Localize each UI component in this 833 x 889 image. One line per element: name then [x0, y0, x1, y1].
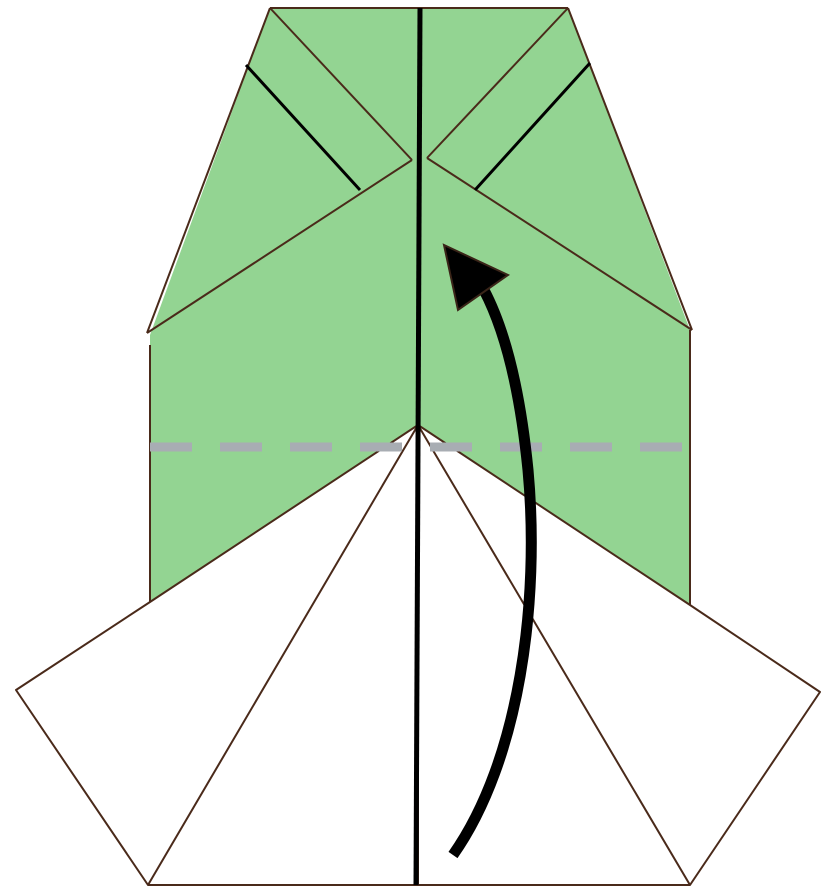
- origami-diagram: [0, 0, 833, 889]
